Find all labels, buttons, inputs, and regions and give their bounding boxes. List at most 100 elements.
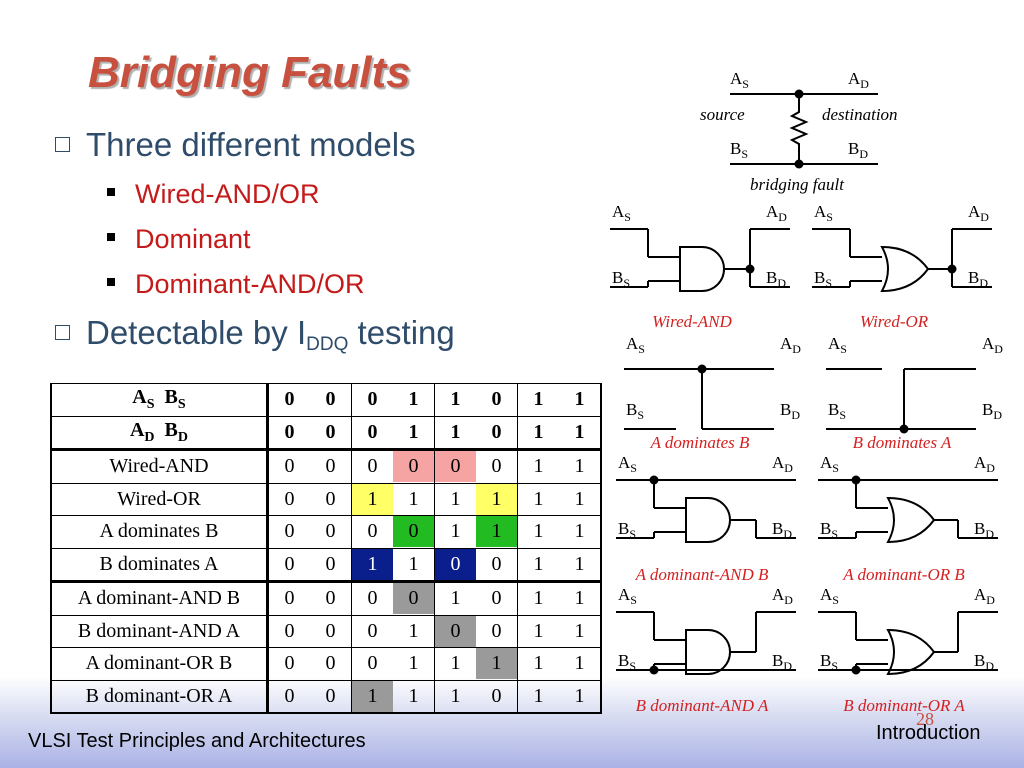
- pin-label: AS: [820, 585, 839, 607]
- header-label-cell: AD BD: [50, 415, 269, 450]
- source-label: source: [700, 105, 745, 124]
- truth-value: 0: [435, 615, 476, 647]
- destination-label: destination: [822, 105, 898, 124]
- pin-label: AS: [618, 453, 637, 475]
- truth-value: 0: [491, 552, 502, 575]
- truth-value: 1: [533, 455, 544, 478]
- junction-dot: [851, 475, 861, 485]
- pin-label: AS: [730, 69, 749, 91]
- truth-value: 1: [574, 487, 585, 510]
- pin-label: BD: [982, 400, 1002, 422]
- model-label-cell: B dominates A: [50, 547, 269, 582]
- truth-value: 1: [450, 388, 461, 411]
- truth-value: 0: [393, 516, 434, 548]
- slide-title: Bridging Faults: [88, 48, 411, 97]
- pin-label: BS: [612, 268, 630, 290]
- truth-value: 0: [367, 455, 378, 478]
- truth-value: 0: [284, 520, 295, 543]
- truth-value: 1: [574, 652, 585, 675]
- pin-label: BS: [828, 400, 846, 422]
- truth-value: 1: [574, 587, 585, 610]
- model-label-cell: B dominant-AND A: [50, 614, 269, 648]
- square-bullet-icon: [107, 277, 115, 286]
- pin-label: BS: [618, 651, 636, 673]
- pin-label: BD: [974, 519, 994, 541]
- truth-value: 1: [352, 483, 393, 515]
- truth-value: 1: [450, 587, 461, 610]
- pin-label: BD: [772, 519, 792, 541]
- truth-value: 1: [352, 548, 393, 580]
- truth-value: 0: [325, 487, 336, 510]
- bullet-text: Three different models: [86, 126, 416, 163]
- truth-value: 0: [284, 552, 295, 575]
- pin-label: BS: [618, 519, 636, 541]
- truth-value: 0: [284, 652, 295, 675]
- pin-label: AD: [766, 202, 787, 224]
- truth-value: 0: [325, 552, 336, 575]
- truth-value: 0: [325, 619, 336, 642]
- pin-label: BS: [730, 139, 748, 161]
- pin-label: AD: [772, 453, 793, 475]
- truth-value: 0: [325, 388, 336, 411]
- bridging-fault-caption: bridging fault: [750, 175, 845, 194]
- junction-dot: [851, 665, 861, 675]
- truth-value: 0: [284, 455, 295, 478]
- truth-value: 0: [393, 451, 434, 483]
- model-label-cell: Wired-AND: [50, 448, 269, 484]
- truth-value: 1: [352, 680, 393, 712]
- pin-label: AD: [772, 585, 793, 607]
- truth-value: 1: [476, 516, 517, 548]
- model-label-cell: Wired-OR: [50, 482, 269, 516]
- pin-label: AD: [974, 585, 995, 607]
- pin-label: AD: [968, 202, 989, 224]
- sub-bullet-dominant-and-or: Dominant-AND/OR: [107, 269, 365, 300]
- diagram-caption: A dominates B: [650, 433, 750, 452]
- truth-value: 1: [408, 684, 419, 707]
- footer-course-title: VLSI Test Principles and Architectures: [28, 730, 366, 752]
- bullet-iddq: Detectable by IDDQ testing: [55, 314, 455, 356]
- pin-label: AD: [982, 334, 1003, 356]
- bullet-text-suffix: testing: [348, 314, 455, 351]
- sub-bullet-dominant: Dominant: [107, 224, 251, 255]
- truth-value: 0: [367, 388, 378, 411]
- and-gate-icon: [685, 629, 731, 675]
- sub-bullet-text: Dominant: [135, 224, 251, 254]
- pin-label: BD: [968, 268, 988, 290]
- truth-value: 1: [533, 487, 544, 510]
- truth-value: 1: [574, 619, 585, 642]
- checkbox-bullet-icon: [55, 136, 70, 152]
- truth-value: 1: [408, 552, 419, 575]
- truth-value: 0: [367, 587, 378, 610]
- or-gate-icon: [880, 245, 930, 293]
- truth-value: 1: [450, 420, 461, 443]
- truth-value: 1: [408, 388, 419, 411]
- truth-value: 0: [325, 684, 336, 707]
- truth-value: 1: [533, 552, 544, 575]
- diagram-caption: A dominant-OR B: [842, 565, 965, 584]
- pin-label: AS: [626, 334, 645, 356]
- truth-value: 0: [491, 420, 502, 443]
- bullet-three-models: Three different models: [55, 126, 416, 164]
- truth-value: 0: [284, 487, 295, 510]
